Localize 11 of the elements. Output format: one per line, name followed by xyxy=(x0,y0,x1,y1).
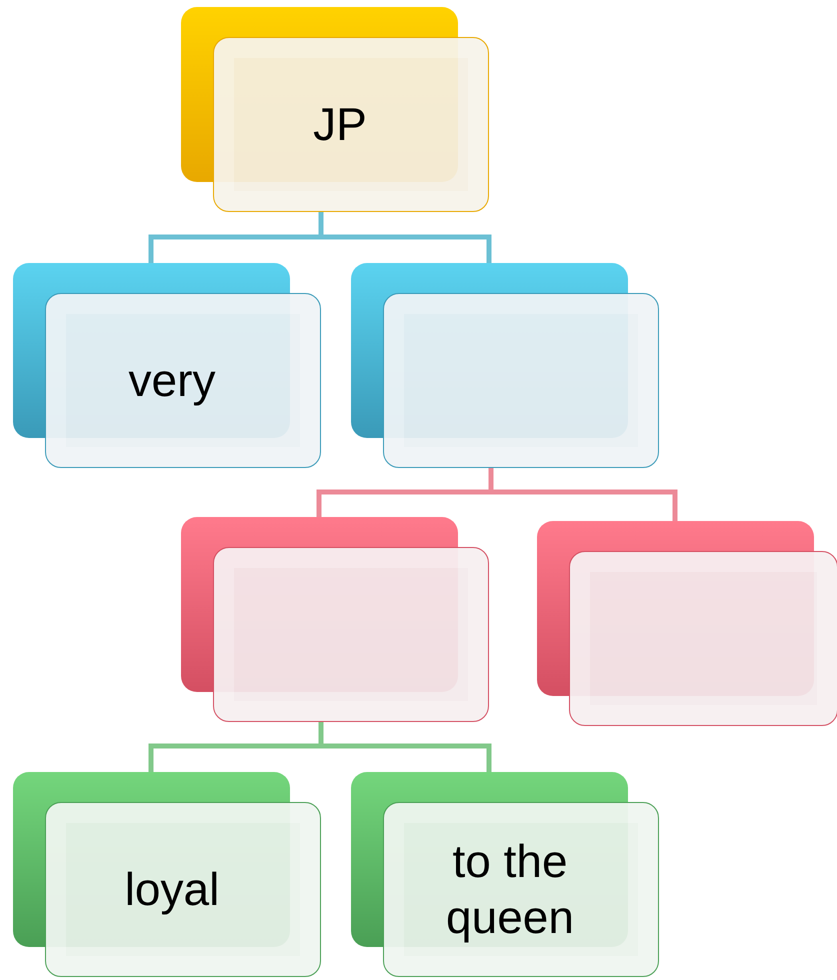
node-text: loyal xyxy=(124,862,220,917)
layered-card xyxy=(13,772,321,977)
layered-card xyxy=(351,263,659,468)
node-text: JP xyxy=(313,96,367,152)
layered-card xyxy=(181,7,489,212)
layered-card xyxy=(537,521,837,726)
layered-card xyxy=(351,772,659,977)
node-text: to the queen xyxy=(445,834,575,944)
layered-card xyxy=(13,263,321,468)
layered-card xyxy=(181,517,489,722)
node-text: very xyxy=(128,352,216,408)
